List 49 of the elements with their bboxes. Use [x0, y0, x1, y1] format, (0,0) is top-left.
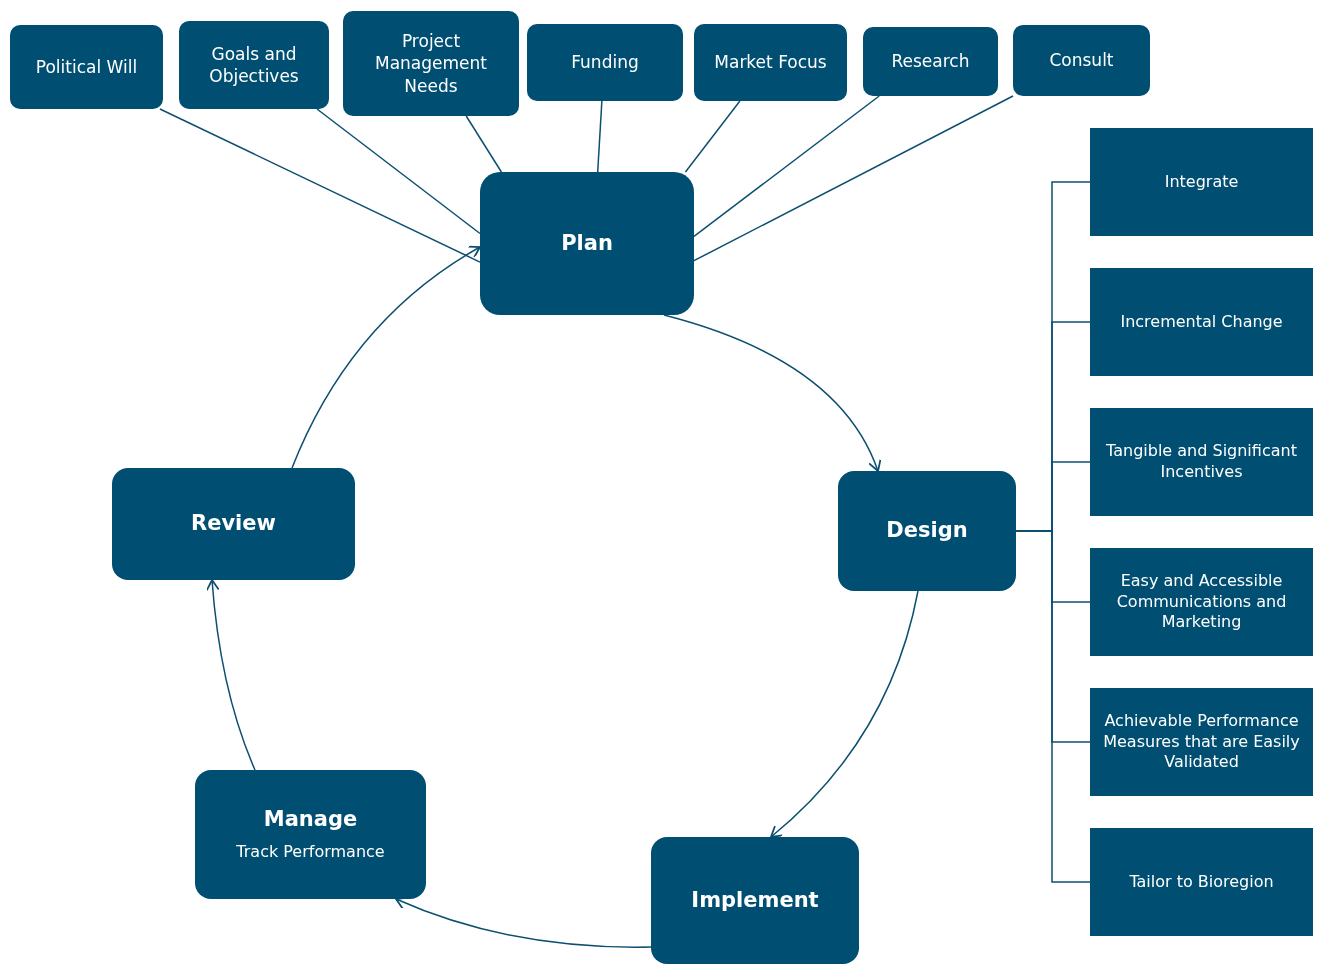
node-label: Design: [886, 517, 968, 545]
node-label: Review: [191, 510, 276, 538]
cycle-arrow: [205, 579, 256, 771]
node-label: Plan: [561, 229, 613, 257]
cycle-arrow: [395, 896, 652, 948]
design-principle-box: [1090, 828, 1313, 936]
node-label: Manage: [263, 806, 358, 834]
connector-line: [159, 108, 481, 263]
node-label: Integrate: [1164, 171, 1239, 193]
node-label: Market Focus: [714, 51, 827, 74]
node-label: Consult: [1049, 49, 1114, 72]
connector-line: [693, 95, 1014, 262]
stage-box: [112, 468, 355, 580]
stage-box: [195, 770, 426, 899]
node-label: Political Will: [35, 55, 138, 79]
design-principle-box: [1090, 688, 1313, 796]
node-subtitle: Track Performance: [236, 841, 385, 863]
input-box: [863, 27, 998, 96]
node-label: Easy and Accessible Communications and Marketing: [1115, 570, 1288, 634]
node-label: Funding: [571, 51, 639, 74]
stage-box: [480, 172, 694, 315]
node-label: Incremental Change: [1120, 311, 1283, 333]
design-principle-box: [1090, 268, 1313, 376]
node-label: Project Management Needs: [374, 30, 488, 97]
node-label: Tailor to Bioregion: [1129, 871, 1274, 893]
design-principle-box: [1090, 128, 1313, 236]
stage-box: [838, 471, 1016, 591]
connector-line: [316, 108, 481, 235]
design-principle-box: [1090, 408, 1313, 516]
input-box: [10, 25, 163, 109]
connector-line: [465, 115, 503, 173]
cycle-arrow: [770, 590, 919, 838]
node-label: Goals and Objectives: [208, 42, 300, 88]
stage-box: [651, 837, 859, 964]
node-label: Tangible and Significant Incentives: [1105, 441, 1298, 483]
cycle-arrow: [663, 314, 881, 472]
cycle-arrow: [291, 246, 481, 469]
connector-line: [596, 100, 603, 173]
input-box: [343, 11, 519, 116]
connector-line: [693, 95, 880, 238]
connector-line: [684, 100, 741, 173]
input-box: [694, 24, 847, 101]
input-box: [527, 24, 683, 101]
node-label: Research: [891, 50, 970, 73]
design-principle-box: [1090, 548, 1313, 656]
input-box: [1013, 25, 1150, 96]
input-box: [179, 21, 329, 109]
node-label: Implement: [691, 886, 819, 914]
node-label: Achievable Performance Measures that are Easily Validated: [1102, 710, 1301, 774]
